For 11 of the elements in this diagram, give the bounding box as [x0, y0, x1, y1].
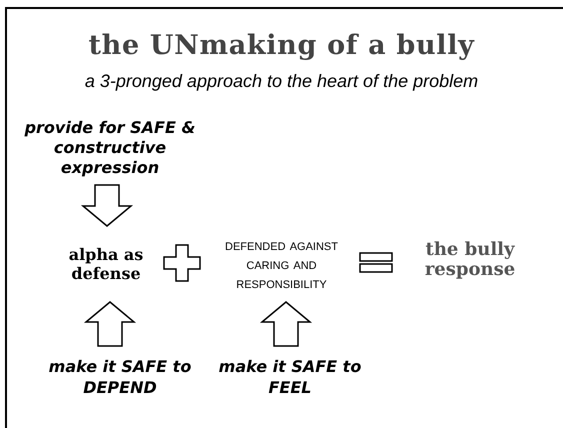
subtitle: a 3-pronged approach to the heart of the problem — [84, 70, 480, 93]
instruction-text: make it SAFE to FEEL — [218, 356, 362, 398]
instruction-text: make it SAFE to DEPEND — [48, 356, 192, 398]
result-label: the bully response — [424, 240, 516, 280]
title: the UNmaking of a bully — [88, 29, 476, 63]
block-arrow — [80, 184, 134, 227]
block-arrow — [84, 301, 136, 347]
instruction-text: provide for SAFE & constructive expression — [24, 118, 196, 178]
cause-label: defended against caring and responsibility — [224, 236, 339, 292]
block-arrow — [260, 301, 312, 347]
cause-label: alpha as defense — [68, 245, 144, 283]
